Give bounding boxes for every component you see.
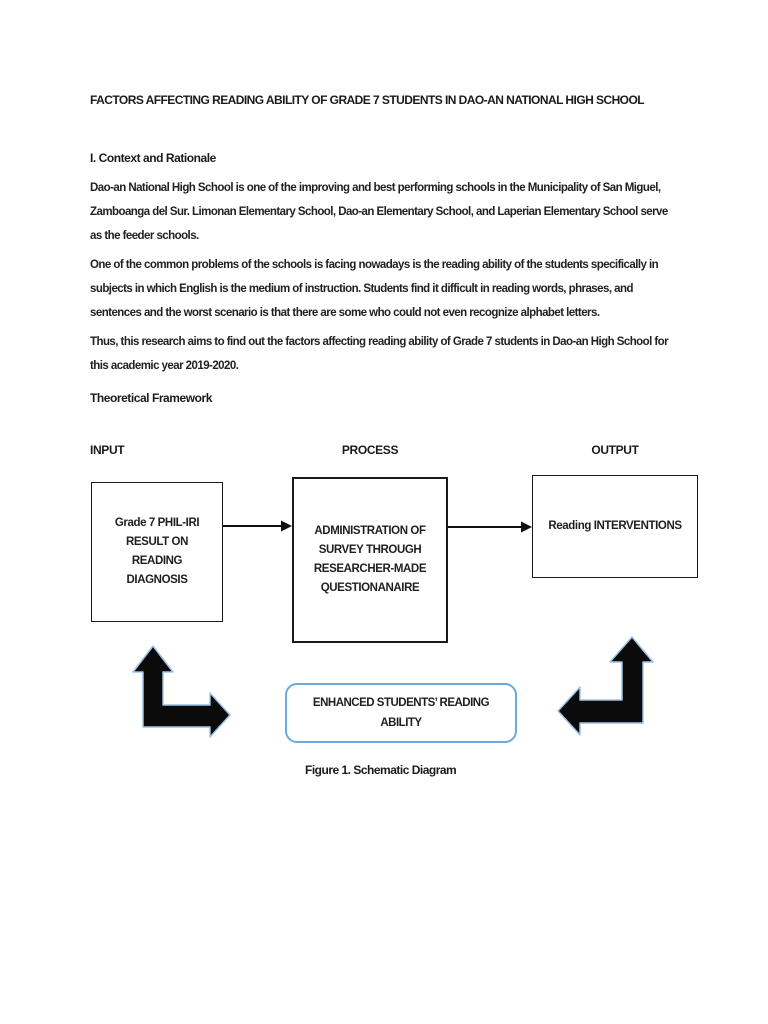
process-box: ADMINISTRATION OF SURVEY THROUGH RESEARC… — [292, 477, 448, 643]
elbow-arrow-shape — [132, 645, 231, 738]
input-box-line: RESULT ON — [126, 536, 188, 548]
process-box-line: SURVEY THROUGH — [318, 544, 422, 556]
input-box: Grade 7 PHIL-IRI RESULT ON READING DIAGN… — [91, 482, 223, 622]
figure-caption: Figure 1. Schematic Diagram — [305, 763, 457, 777]
paragraph: Dao-an National High School is one of th… — [90, 182, 668, 242]
outcome-box-line: ABILITY — [380, 717, 422, 729]
input-column-label: INPUT — [90, 443, 125, 457]
output-box: Reading INTERVENTIONS — [532, 475, 698, 578]
right-arrow-icon — [223, 520, 292, 532]
process-box-line: RESEARCHER-MADE — [313, 563, 427, 575]
process-box-line: QUESTIONANAIRE — [320, 582, 420, 594]
outcome-box-line: ENHANCED STUDENTS’ READING — [312, 697, 490, 709]
paragraph: One of the common problems of the school… — [90, 259, 659, 319]
input-box-line: READING — [131, 555, 183, 567]
up-right-elbow-arrow-icon — [132, 645, 231, 738]
outcome-box: ENHANCED STUDENTS’ READING ABILITY — [285, 683, 517, 743]
output-box-line: Reading INTERVENTIONS — [548, 520, 682, 532]
process-box-line: ADMINISTRATION OF — [314, 525, 426, 537]
arrow-head — [281, 520, 292, 532]
section-heading: I. Context and Rationale — [90, 151, 216, 165]
right-arrow-icon — [448, 521, 532, 533]
up-left-elbow-arrow-icon — [557, 636, 654, 736]
process-column-label: PROCESS — [341, 443, 399, 457]
input-box-line: Grade 7 PHIL-IRI — [114, 517, 200, 529]
output-column-label: OUTPUT — [591, 443, 639, 457]
input-box-line: DIAGNOSIS — [126, 574, 188, 586]
arrow-head — [521, 521, 532, 533]
document-text-column: FACTORS AFFECTING READING ABILITY OF GRA… — [90, 0, 680, 406]
elbow-arrow-shape — [557, 636, 654, 736]
page-title: FACTORS AFFECTING READING ABILITY OF GRA… — [90, 93, 645, 107]
paragraph: Thus, this research aims to find out the… — [90, 336, 669, 372]
framework-heading: Theoretical Framework — [90, 391, 212, 405]
